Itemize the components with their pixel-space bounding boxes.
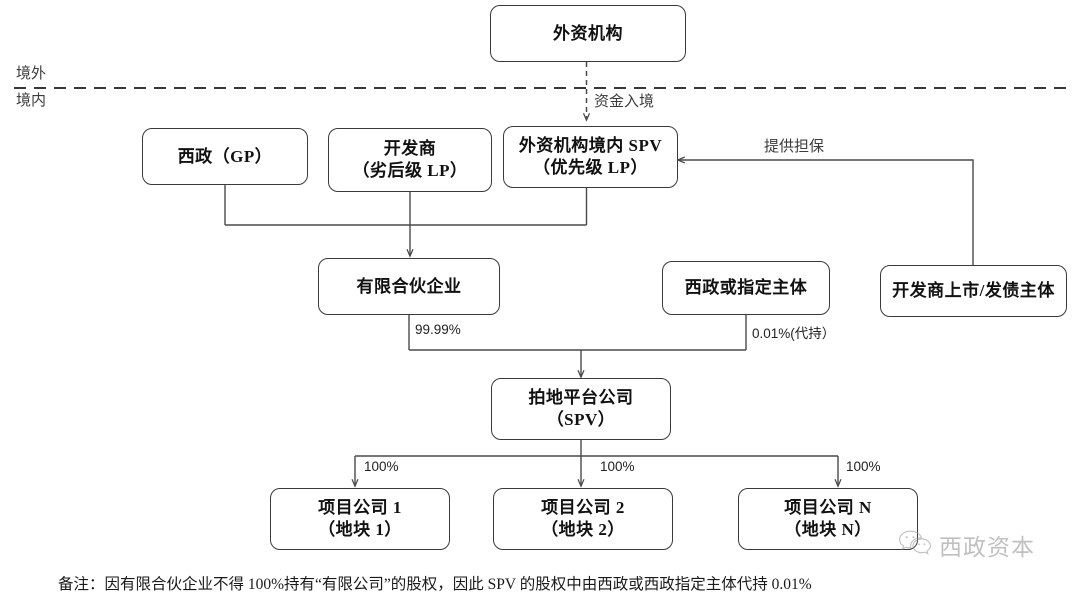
node-project-company-n-line2: （地块 N）	[784, 520, 872, 539]
node-project-company-n[interactable]: 项目公司 N （地块 N）	[738, 488, 918, 550]
node-limited-partnership[interactable]: 有限合伙企业	[318, 258, 500, 315]
edge-label-stake-001: 0.01%(代持）	[752, 326, 836, 341]
edge-label-capital-inbound: 资金入境	[594, 94, 655, 110]
edge-label-stake-100-c: 100%	[846, 459, 881, 474]
boundary-label-overseas: 境外	[16, 66, 47, 82]
node-project-company-2-line2: （地块 2）	[541, 520, 625, 539]
node-onshore-spv[interactable]: 外资机构境内 SPV （优先级 LP）	[503, 126, 678, 188]
node-bidding-platform-spv-line2: （SPV）	[546, 410, 616, 429]
boundary-label-domestic: 境内	[16, 93, 47, 109]
edge-label-stake-100-a: 100%	[364, 459, 399, 474]
node-project-company-n-line1: 项目公司 N	[784, 498, 872, 518]
node-onshore-spv-line2: （优先级 LP）	[533, 158, 648, 177]
watermark: 西政资本	[898, 528, 1035, 562]
node-xizheng-or-designated[interactable]: 西政或指定主体	[662, 261, 830, 315]
edge-provide-guarantee	[678, 160, 974, 265]
node-xizheng-or-designated-line1: 西政或指定主体	[684, 278, 808, 298]
node-project-company-1[interactable]: 项目公司 1 （地块 1）	[270, 488, 450, 550]
node-bidding-platform-spv[interactable]: 拍地平台公司 （SPV）	[491, 378, 671, 440]
node-developer-lp-line2: （劣后级 LP）	[352, 161, 468, 180]
node-developer-listed-entity[interactable]: 开发商上市/发债主体	[880, 265, 1067, 317]
wechat-icon	[898, 529, 932, 562]
node-xizheng-gp-line1: 西政（GP）	[177, 146, 273, 166]
node-developer-lp[interactable]: 开发商 （劣后级 LP）	[328, 128, 492, 192]
node-project-company-1-line1: 项目公司 1	[318, 498, 402, 518]
node-project-company-1-line2: （地块 1）	[318, 520, 402, 539]
edge-label-stake-9999: 99.99%	[415, 322, 461, 337]
node-project-company-2[interactable]: 项目公司 2 （地块 2）	[493, 488, 673, 550]
node-xizheng-gp[interactable]: 西政（GP）	[142, 128, 308, 185]
node-limited-partnership-line1: 有限合伙企业	[356, 276, 462, 296]
node-project-company-2-line1: 项目公司 2	[541, 498, 625, 518]
edge-label-provide-guarantee: 提供担保	[764, 139, 825, 155]
node-foreign-institution-line1: 外资机构	[553, 23, 623, 43]
node-developer-listed-entity-line1: 开发商上市/发债主体	[892, 281, 1055, 301]
node-developer-lp-line1: 开发商	[383, 139, 437, 159]
watermark-text: 西政资本	[939, 535, 1035, 560]
footnote-text: 备注：因有限合伙企业不得 100%持有“有限公司”的股权，因此 SPV 的股权中…	[58, 576, 812, 593]
node-foreign-institution[interactable]: 外资机构	[490, 5, 686, 62]
node-bidding-platform-spv-line1: 拍地平台公司	[528, 388, 634, 408]
node-onshore-spv-line1: 外资机构境内 SPV	[518, 136, 663, 156]
edge-label-stake-100-b: 100%	[600, 459, 635, 474]
